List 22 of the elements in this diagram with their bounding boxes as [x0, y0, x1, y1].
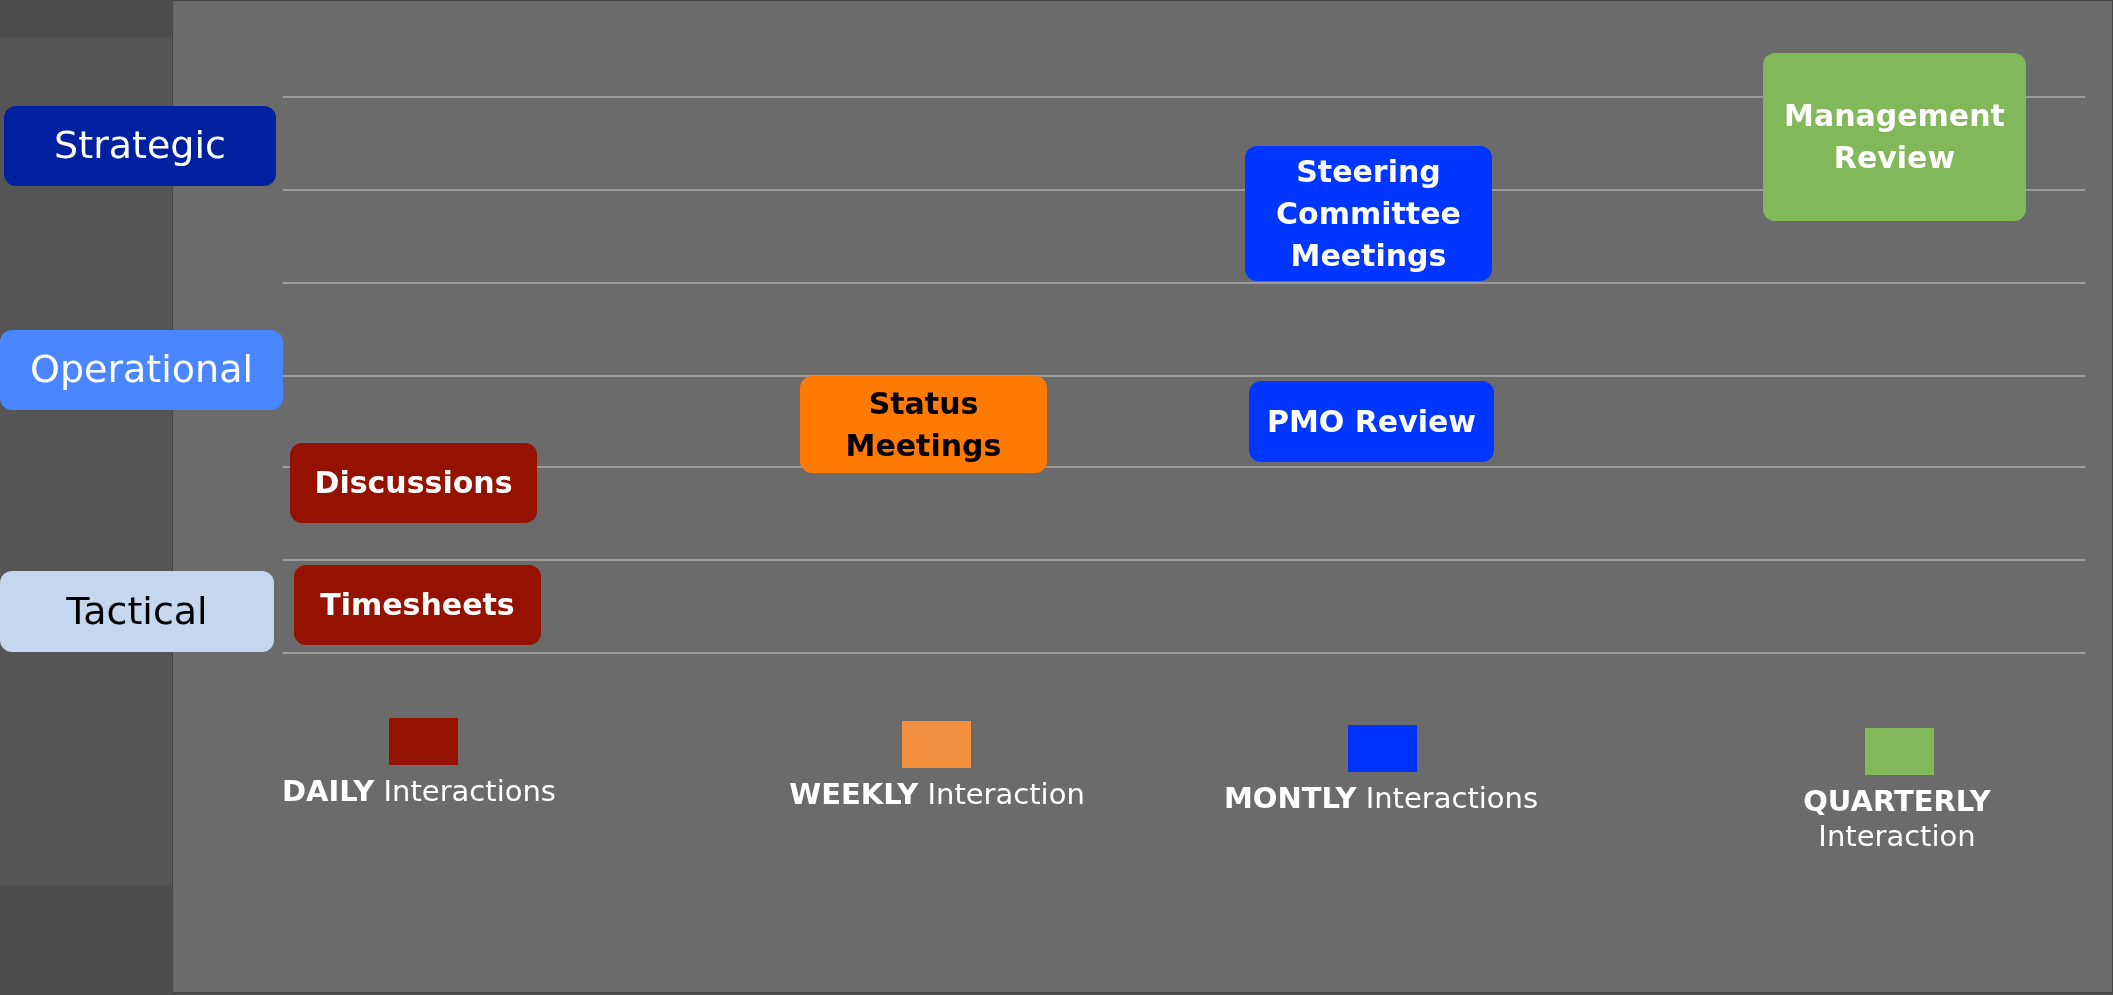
meeting-box — [294, 565, 541, 645]
legend-label: WEEKLY Interaction — [788, 777, 1086, 812]
box-label: Tactical — [66, 587, 208, 635]
box-label: PMO Review — [1266, 402, 1477, 441]
meeting-box — [290, 443, 537, 523]
legend-label: QUARTERLY Interaction — [1802, 784, 1992, 854]
meeting-box — [1763, 53, 2026, 221]
legend-label: DAILY Interactions — [281, 774, 557, 809]
box-label: Operational — [30, 346, 253, 394]
box-label: Status Meetings — [844, 384, 1003, 465]
box-label: Timesheets — [320, 586, 515, 624]
meeting-box — [1249, 381, 1494, 462]
level-label — [4, 106, 276, 186]
meeting-box — [1245, 146, 1492, 281]
box-label: Management Review — [1783, 97, 2006, 177]
box-label: Discussions — [314, 464, 513, 502]
legend-label: MONTLY Interactions — [1222, 781, 1540, 816]
box-label: Strategic — [54, 122, 226, 170]
box-label: Steering Committee Meetings — [1275, 152, 1462, 275]
level-label — [0, 330, 283, 410]
level-label — [0, 571, 274, 652]
meeting-box — [800, 376, 1047, 473]
